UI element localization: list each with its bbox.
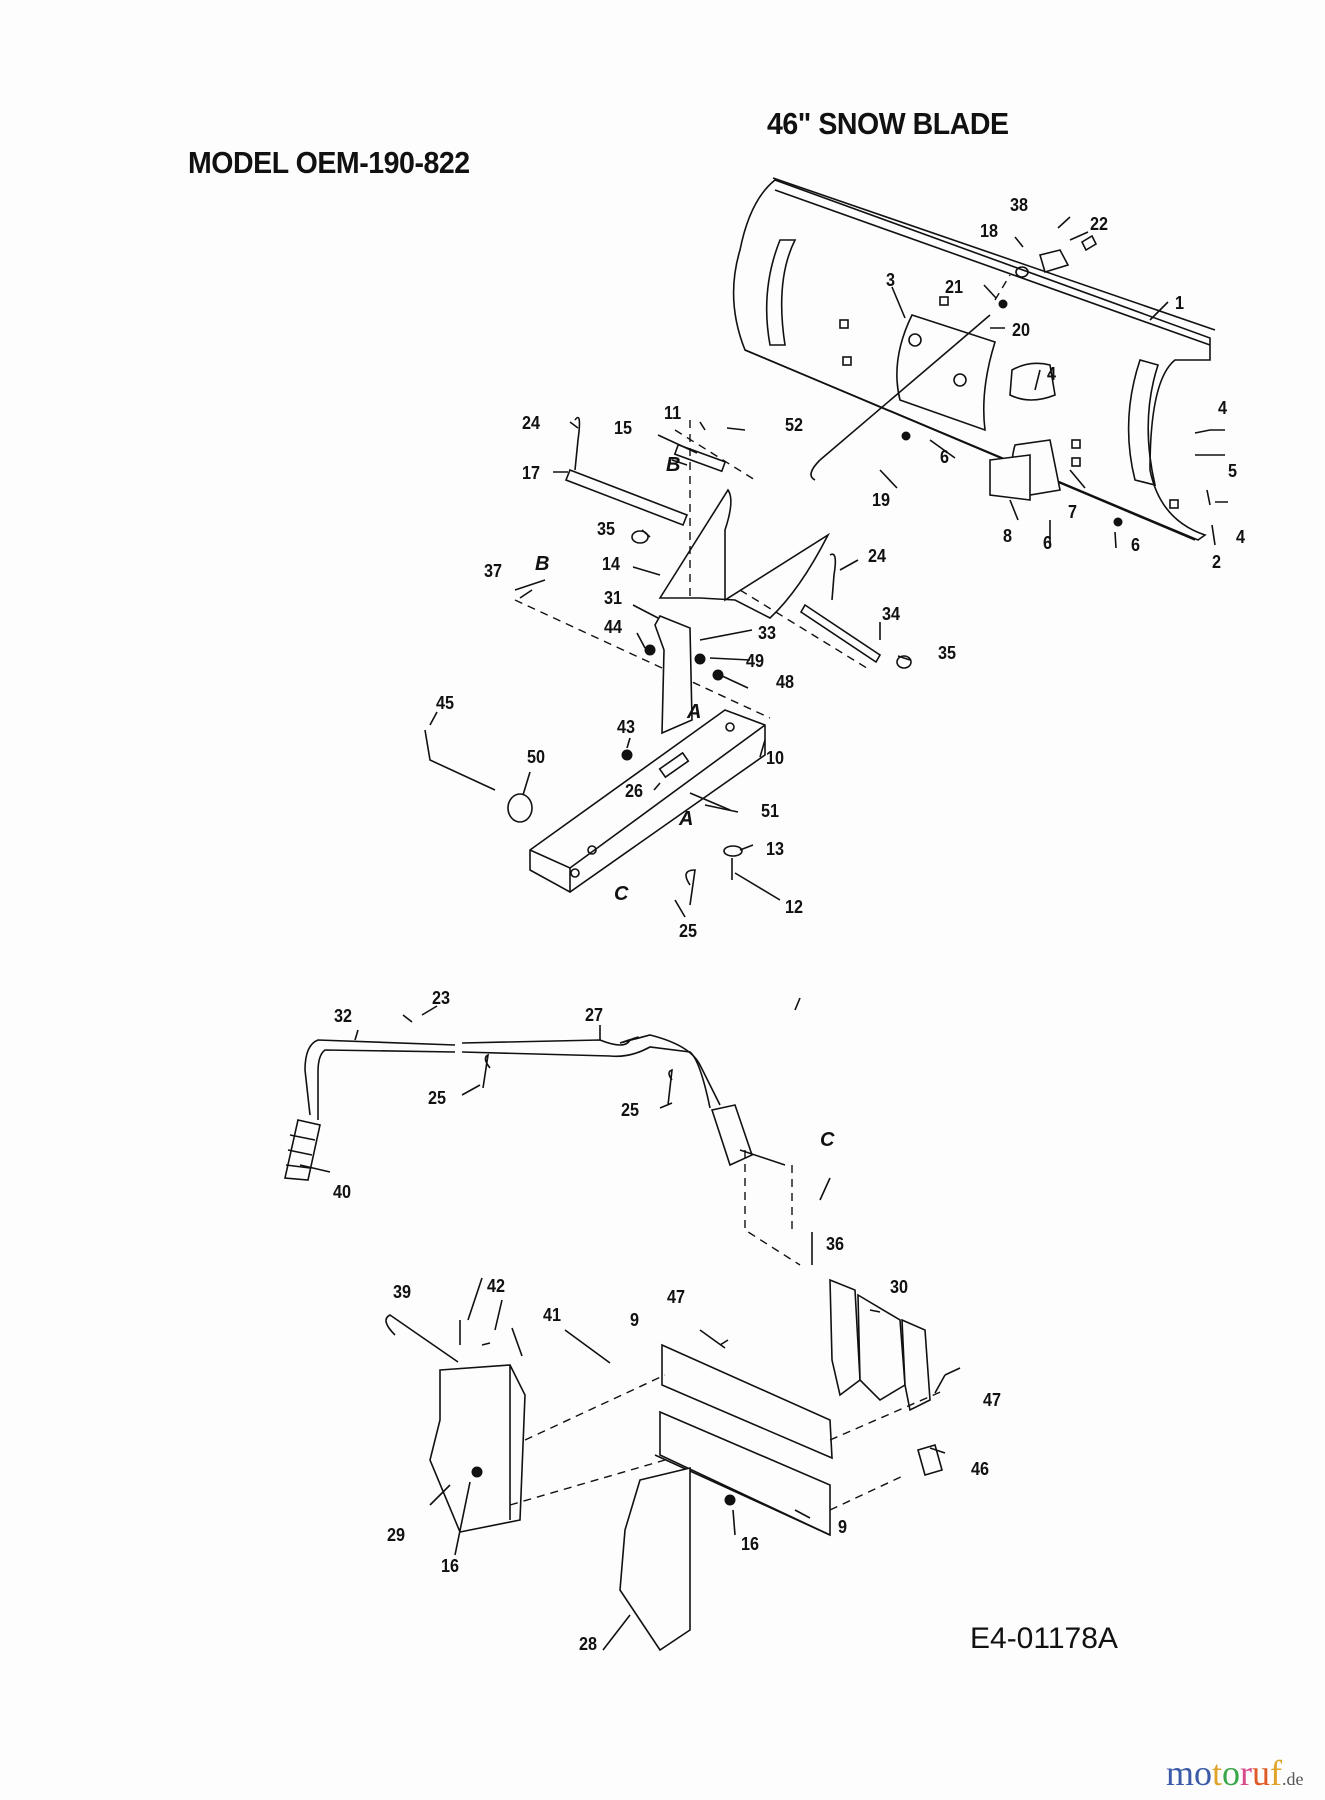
callout-49: 49 bbox=[746, 651, 765, 671]
callout-20: 20 bbox=[1012, 320, 1031, 340]
watermark-letter: u bbox=[1252, 1753, 1271, 1793]
callout-2: 2 bbox=[1212, 552, 1222, 572]
lift-handle-part-27-32 bbox=[284, 1014, 801, 1266]
callout-47-right: 47 bbox=[983, 1390, 1002, 1410]
callout-46: 46 bbox=[971, 1459, 990, 1479]
callout-15: 15 bbox=[614, 418, 633, 438]
watermark-letter: o bbox=[1222, 1753, 1241, 1793]
callout-44: 44 bbox=[604, 617, 623, 637]
lift-arm-part-31-33 bbox=[644, 614, 724, 735]
callout-48: 48 bbox=[776, 672, 795, 692]
watermark-logo: motoruf.de bbox=[1166, 1752, 1304, 1794]
callout-43: 43 bbox=[617, 717, 636, 737]
callout-1: 1 bbox=[1175, 293, 1185, 313]
callout-36: 36 bbox=[826, 1234, 845, 1254]
callout-14: 14 bbox=[602, 554, 621, 574]
callout-32: 32 bbox=[334, 1006, 353, 1026]
watermark-letter: t bbox=[1212, 1753, 1223, 1793]
callout-45: 45 bbox=[436, 693, 455, 713]
callout-29: 29 bbox=[387, 1525, 406, 1545]
bracket-part-3 bbox=[896, 314, 996, 432]
callout-8: 8 bbox=[1003, 526, 1013, 546]
callout-24-lower: 24 bbox=[868, 546, 887, 566]
watermark-letter: o bbox=[1194, 1753, 1213, 1793]
callout-23: 23 bbox=[432, 988, 451, 1008]
watermark-letter: f bbox=[1270, 1753, 1283, 1793]
ref-letter-b-lower: B bbox=[535, 553, 550, 575]
callout-16-right: 16 bbox=[741, 1534, 760, 1554]
callout-37: 37 bbox=[484, 561, 503, 581]
callout-21: 21 bbox=[945, 277, 964, 297]
product-title: 46" SNOW BLADE bbox=[767, 106, 1009, 141]
frame-part-10 bbox=[424, 709, 766, 906]
callout-18: 18 bbox=[980, 221, 999, 241]
ref-letter-a-upper: A bbox=[687, 701, 702, 723]
callout-41: 41 bbox=[543, 1305, 562, 1325]
callout-33: 33 bbox=[758, 623, 777, 643]
callout-40: 40 bbox=[333, 1182, 352, 1202]
pins-and-rods bbox=[514, 416, 912, 719]
callout-25-handle-left: 25 bbox=[428, 1088, 447, 1108]
ref-letter-a-lower: A bbox=[679, 808, 694, 830]
callout-9-lower: 9 bbox=[838, 1517, 848, 1537]
callout-38: 38 bbox=[1010, 195, 1029, 215]
side-bracket-part-28 bbox=[619, 1389, 946, 1652]
callout-27: 27 bbox=[585, 1005, 604, 1025]
callout-12: 12 bbox=[785, 897, 804, 917]
callout-5: 5 bbox=[1228, 461, 1238, 481]
callout-4-upper: 4 bbox=[1047, 364, 1057, 384]
callout-39: 39 bbox=[393, 1282, 412, 1302]
callout-25-handle-right: 25 bbox=[621, 1100, 640, 1120]
callout-50: 50 bbox=[527, 747, 546, 767]
spring-part-19 bbox=[810, 274, 1011, 481]
callout-31: 31 bbox=[604, 588, 623, 608]
blade-hardware bbox=[901, 234, 1228, 527]
ref-letter-c-handle: C bbox=[820, 1129, 835, 1151]
callout-22: 22 bbox=[1090, 214, 1109, 234]
callout-leaders bbox=[299, 216, 1216, 1651]
callout-52: 52 bbox=[785, 415, 804, 435]
model-title: MODEL OEM-190-822 bbox=[188, 145, 470, 180]
watermark-letter: m bbox=[1166, 1753, 1195, 1793]
callout-35-lower: 35 bbox=[938, 643, 957, 663]
callout-10: 10 bbox=[766, 748, 785, 768]
ref-letter-b-upper: B bbox=[666, 454, 681, 476]
callout-13: 13 bbox=[766, 839, 785, 859]
mount-plate-part-30 bbox=[811, 1232, 961, 1476]
callout-19: 19 bbox=[872, 490, 891, 510]
callout-25-frame: 25 bbox=[679, 921, 698, 941]
pivot-bracket-part-14 bbox=[658, 488, 831, 619]
callout-26: 26 bbox=[625, 781, 644, 801]
callout-7: 7 bbox=[1068, 502, 1078, 522]
callout-30: 30 bbox=[890, 1277, 909, 1297]
callout-16-left: 16 bbox=[441, 1556, 460, 1576]
callout-11: 11 bbox=[664, 403, 682, 423]
callout-24-upper: 24 bbox=[522, 413, 541, 433]
callout-42: 42 bbox=[487, 1276, 506, 1296]
callout-4-lower: 4 bbox=[1236, 527, 1246, 547]
callout-17: 17 bbox=[522, 463, 541, 483]
callout-34: 34 bbox=[882, 604, 901, 624]
callout-47-left: 47 bbox=[667, 1287, 686, 1307]
callout-51: 51 bbox=[761, 801, 780, 821]
watermark-letter: r bbox=[1240, 1753, 1253, 1793]
callout-6-left: 6 bbox=[940, 447, 950, 467]
callout-3: 3 bbox=[886, 270, 896, 290]
callout-6-mid: 6 bbox=[1043, 533, 1053, 553]
mount-bars-part-9 bbox=[654, 1339, 833, 1537]
watermark-suffix: .de bbox=[1282, 1769, 1304, 1789]
callout-28: 28 bbox=[579, 1634, 598, 1654]
callout-4-right: 4 bbox=[1218, 398, 1228, 418]
callout-35-upper: 35 bbox=[597, 519, 616, 539]
diagram-code: E4-01178A bbox=[970, 1622, 1118, 1655]
ref-letter-c-frame: C bbox=[614, 883, 629, 905]
callout-9-upper: 9 bbox=[630, 1310, 640, 1330]
callout-6-right: 6 bbox=[1131, 535, 1141, 555]
side-bracket-part-29 bbox=[385, 1314, 666, 1533]
